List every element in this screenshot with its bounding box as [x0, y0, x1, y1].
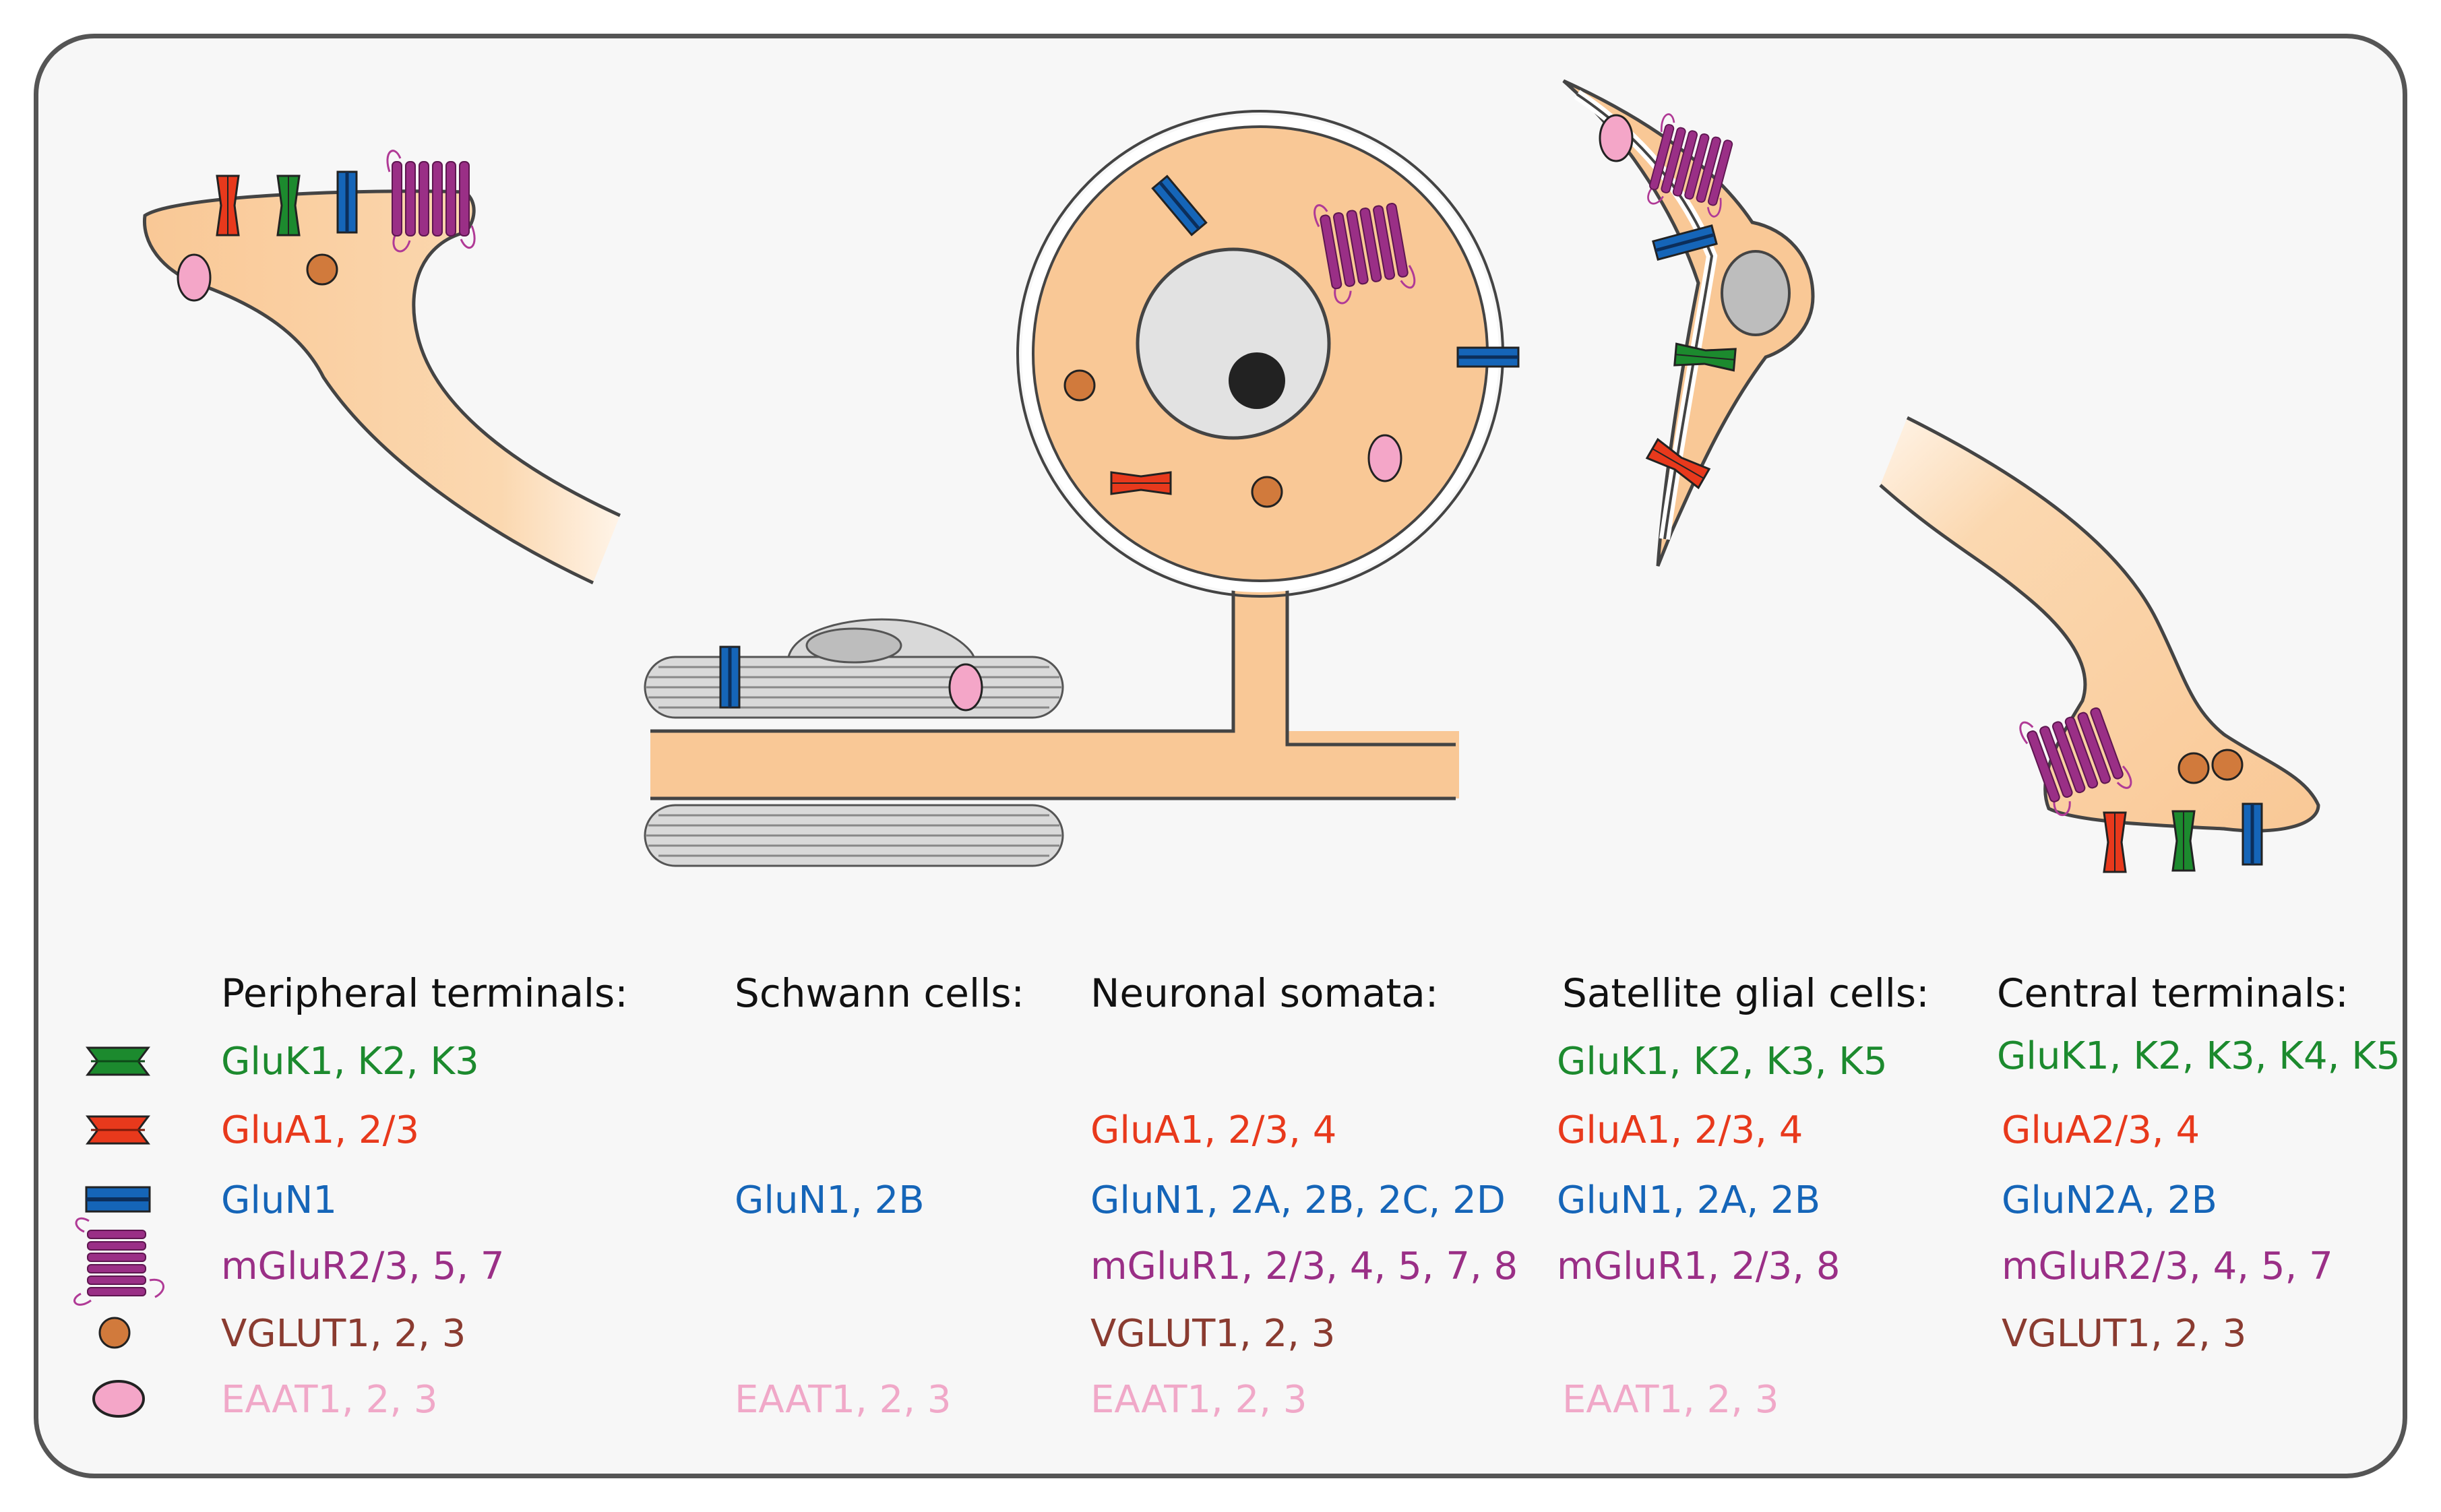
pink-oval-icon [1599, 114, 1634, 162]
nucleus [1136, 247, 1331, 440]
orange-circle-icon [306, 253, 338, 286]
peripheral-kainate-label: GluK1, K2, K3 [221, 1040, 479, 1083]
red-channel-icon [2103, 811, 2127, 873]
red-channel-icon [86, 1115, 150, 1145]
header-schwann-cells: Schwann cells: [735, 970, 1024, 1016]
green-channel-icon [86, 1046, 150, 1076]
satellite-nmda-label: GluN1, 2A, 2B [1557, 1178, 1821, 1222]
satellite-kainate-label: GluK1, K2, K3, K5 [1557, 1040, 1888, 1083]
header-peripheral-terminals: Peripheral terminals: [221, 970, 628, 1016]
red-channel-icon [216, 175, 240, 237]
peripheral-vglut-label: VGLUT1, 2, 3 [221, 1312, 466, 1356]
orange-circle-icon [2177, 752, 2210, 784]
blue-channel-icon [85, 1186, 151, 1213]
red-channel-icon [1110, 471, 1172, 495]
axon [650, 559, 1459, 800]
header-central-terminals: Central terminals: [1997, 970, 2349, 1016]
satellite-ampa-label: GluA1, 2/3, 4 [1557, 1108, 1803, 1152]
somata-ampa-label: GluA1, 2/3, 4 [1090, 1108, 1337, 1152]
pink-oval-icon [1367, 434, 1402, 482]
central-kainate-label: GluK1, K2, K3, K4, K5 [1997, 1034, 2401, 1078]
header-neuronal-somata: Neuronal somata: [1090, 970, 1439, 1016]
satellite-glial-cell [1562, 79, 1815, 567]
schwann-eaat-label: EAAT1, 2, 3 [735, 1378, 952, 1422]
nucleolus [1229, 352, 1285, 409]
orange-circle-icon [1063, 369, 1096, 402]
peripheral-nmda-label: GluN1 [221, 1178, 337, 1222]
blue-channel-icon [1458, 348, 1518, 367]
central-ampa-label: GluA2/3, 4 [2002, 1108, 2200, 1152]
central-vglut-label: VGLUT1, 2, 3 [2002, 1312, 2247, 1356]
header-satellite-glial-cells: Satellite glial cells: [1562, 970, 1929, 1016]
somata-vglut-label: VGLUT1, 2, 3 [1090, 1312, 1336, 1356]
satellite-nucleus [1721, 250, 1791, 336]
somata-eaat-label: EAAT1, 2, 3 [1090, 1378, 1307, 1422]
orange-circle-icon [98, 1317, 131, 1349]
schwann-cells [644, 618, 1064, 867]
pink-oval-icon [92, 1380, 145, 1418]
central-nmda-label: GluN2A, 2B [2002, 1178, 2217, 1222]
myelin-sheath-upper [644, 656, 1064, 719]
satellite-eaat-label: EAAT1, 2, 3 [1562, 1378, 1779, 1422]
blue-channel-icon [720, 647, 739, 707]
legend-keys [73, 1046, 164, 1418]
somata-nmda-label: GluN1, 2A, 2B, 2C, 2D [1090, 1178, 1506, 1222]
satellite-mglur-label: mGluR1, 2/3, 8 [1557, 1245, 1841, 1288]
peripheral-mglur-label: mGluR2/3, 5, 7 [221, 1245, 505, 1288]
peripheral-ampa-label: GluA1, 2/3 [221, 1108, 420, 1152]
schwann-nmda-label: GluN1, 2B [735, 1178, 925, 1222]
myelin-sheath-lower [644, 804, 1064, 867]
pink-oval-icon [177, 253, 212, 302]
somata-mglur-label: mGluR1, 2/3, 4, 5, 7, 8 [1090, 1245, 1518, 1288]
peripheral-eaat-label: EAAT1, 2, 3 [221, 1378, 438, 1422]
pink-oval-icon [948, 663, 983, 712]
orange-circle-icon [1251, 476, 1283, 508]
orange-circle-icon [2211, 749, 2244, 781]
green-channel-icon [276, 175, 301, 237]
green-channel-icon [2171, 810, 2196, 872]
metabotropic-receptor-icon [73, 1217, 164, 1306]
neuronal-soma [1016, 110, 1518, 598]
schwann-nucleus [805, 627, 902, 664]
blue-channel-icon [2243, 804, 2262, 864]
peripheral-terminal [142, 150, 621, 585]
blue-channel-icon [338, 172, 357, 232]
central-terminal [1879, 416, 2320, 873]
central-mglur-label: mGluR2/3, 4, 5, 7 [2002, 1245, 2333, 1288]
